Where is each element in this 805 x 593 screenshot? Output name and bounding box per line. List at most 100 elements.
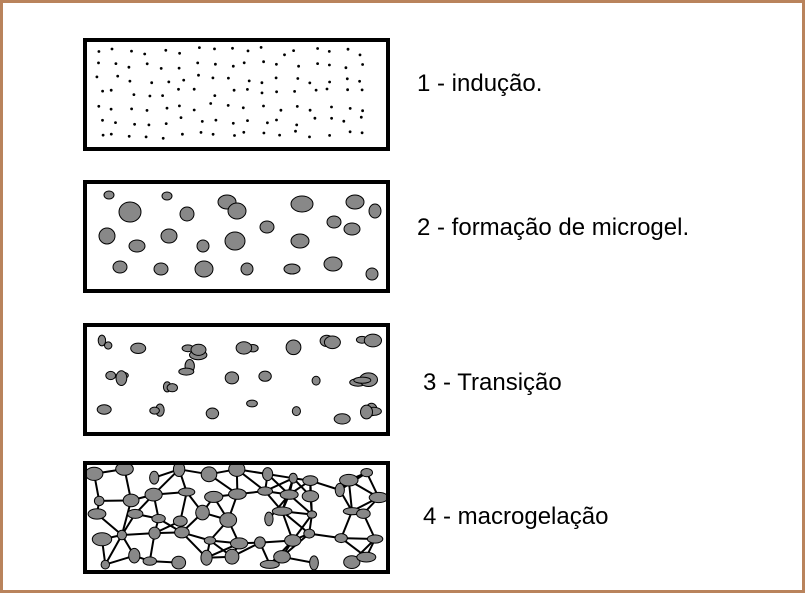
network-node — [115, 465, 134, 476]
dot — [159, 67, 163, 70]
dot — [242, 130, 246, 134]
dot — [260, 81, 264, 85]
dot — [214, 118, 218, 122]
transition-particle — [130, 342, 147, 354]
dot — [247, 79, 251, 83]
dot — [97, 104, 101, 108]
transition-particle — [104, 341, 113, 350]
network-node — [174, 526, 190, 539]
network-node — [303, 528, 316, 539]
dot — [348, 130, 352, 134]
dot — [114, 62, 118, 65]
dot — [345, 77, 349, 81]
network-node — [334, 482, 345, 498]
dot — [127, 65, 131, 69]
dot — [179, 116, 183, 119]
dot — [165, 106, 169, 110]
dot — [359, 115, 363, 119]
microgel-particle — [161, 191, 173, 201]
network-node — [203, 536, 217, 545]
dot — [308, 135, 311, 139]
transition-particle — [97, 334, 107, 347]
network-node — [309, 555, 319, 570]
dot — [127, 134, 131, 138]
transition-particle — [246, 399, 258, 408]
dot — [116, 74, 120, 78]
dot — [358, 79, 361, 83]
dot — [213, 47, 216, 51]
microgel-particle — [179, 206, 195, 222]
dot — [144, 135, 148, 139]
dot — [101, 118, 104, 122]
dot — [211, 76, 215, 80]
dot — [295, 105, 299, 108]
dot — [278, 133, 281, 137]
dot — [226, 104, 230, 107]
network-node — [366, 534, 384, 544]
transition-particle — [190, 343, 207, 356]
network-node — [127, 508, 144, 519]
network-node — [343, 555, 361, 569]
dot — [227, 76, 230, 80]
dot — [262, 60, 265, 64]
microgel-particle — [118, 201, 142, 223]
dot — [101, 133, 105, 137]
network-node — [87, 466, 104, 481]
network-node — [284, 534, 302, 547]
dot — [132, 93, 136, 96]
transition-particle — [166, 383, 179, 393]
transition-particle — [178, 367, 195, 376]
dot — [275, 62, 278, 66]
network-node — [224, 548, 240, 565]
dot — [328, 63, 331, 67]
dot — [328, 134, 331, 137]
dot — [316, 47, 319, 50]
transition-particle — [258, 370, 272, 382]
transition-particle — [235, 341, 253, 355]
dot — [97, 61, 100, 65]
dot — [262, 131, 266, 135]
network-node — [339, 473, 359, 487]
dot — [266, 121, 269, 125]
network-node — [273, 550, 291, 564]
microgel-particle — [224, 231, 246, 251]
network-node — [271, 506, 293, 516]
network-node — [142, 556, 157, 566]
dot — [296, 77, 300, 80]
microgel-particle — [98, 227, 116, 245]
dot — [275, 118, 278, 122]
dot — [274, 76, 278, 80]
dot — [314, 88, 318, 92]
network-node — [178, 487, 196, 497]
transition-particle — [360, 404, 373, 420]
microgel-particle — [196, 239, 210, 253]
network-node — [334, 533, 348, 544]
dot — [209, 102, 213, 105]
dot — [297, 64, 300, 68]
dot — [344, 66, 348, 70]
dot — [260, 91, 264, 95]
microgel-particle — [103, 190, 115, 200]
macrogel-network — [87, 465, 386, 570]
dot — [358, 53, 362, 57]
microgel-particle — [290, 195, 314, 213]
microgel-particle — [290, 233, 310, 249]
dot — [275, 90, 278, 94]
dot — [128, 79, 132, 83]
network-node — [195, 504, 210, 521]
dot — [295, 123, 299, 127]
dot — [109, 132, 113, 136]
dot — [161, 136, 165, 140]
dot — [233, 134, 236, 137]
dot — [133, 122, 136, 126]
dot — [330, 116, 333, 120]
network-node — [264, 511, 274, 527]
dot — [114, 121, 117, 124]
dot — [95, 75, 99, 79]
network-node — [279, 489, 299, 500]
dot — [246, 119, 249, 122]
network-node — [257, 486, 274, 496]
dot — [246, 88, 249, 91]
dot — [178, 104, 181, 108]
